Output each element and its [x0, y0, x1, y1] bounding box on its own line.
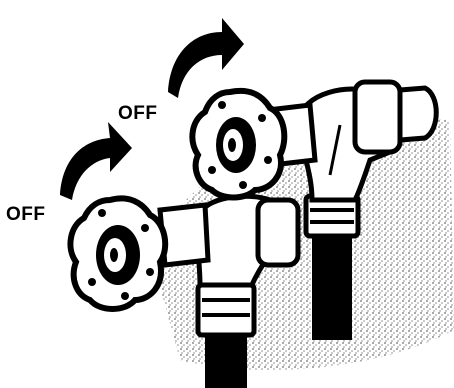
hose-right: [303, 193, 361, 340]
off-label-left: OFF: [6, 204, 46, 225]
curved-arrow-icon: [60, 122, 132, 200]
curved-arrow-icon: [168, 18, 244, 98]
hose-left: [195, 282, 257, 388]
valve-handle-right-icon: [189, 87, 288, 201]
valve-body-right: [265, 79, 439, 203]
off-label-right: OFF: [118, 103, 158, 124]
valve-handle-left-icon: [67, 195, 169, 312]
